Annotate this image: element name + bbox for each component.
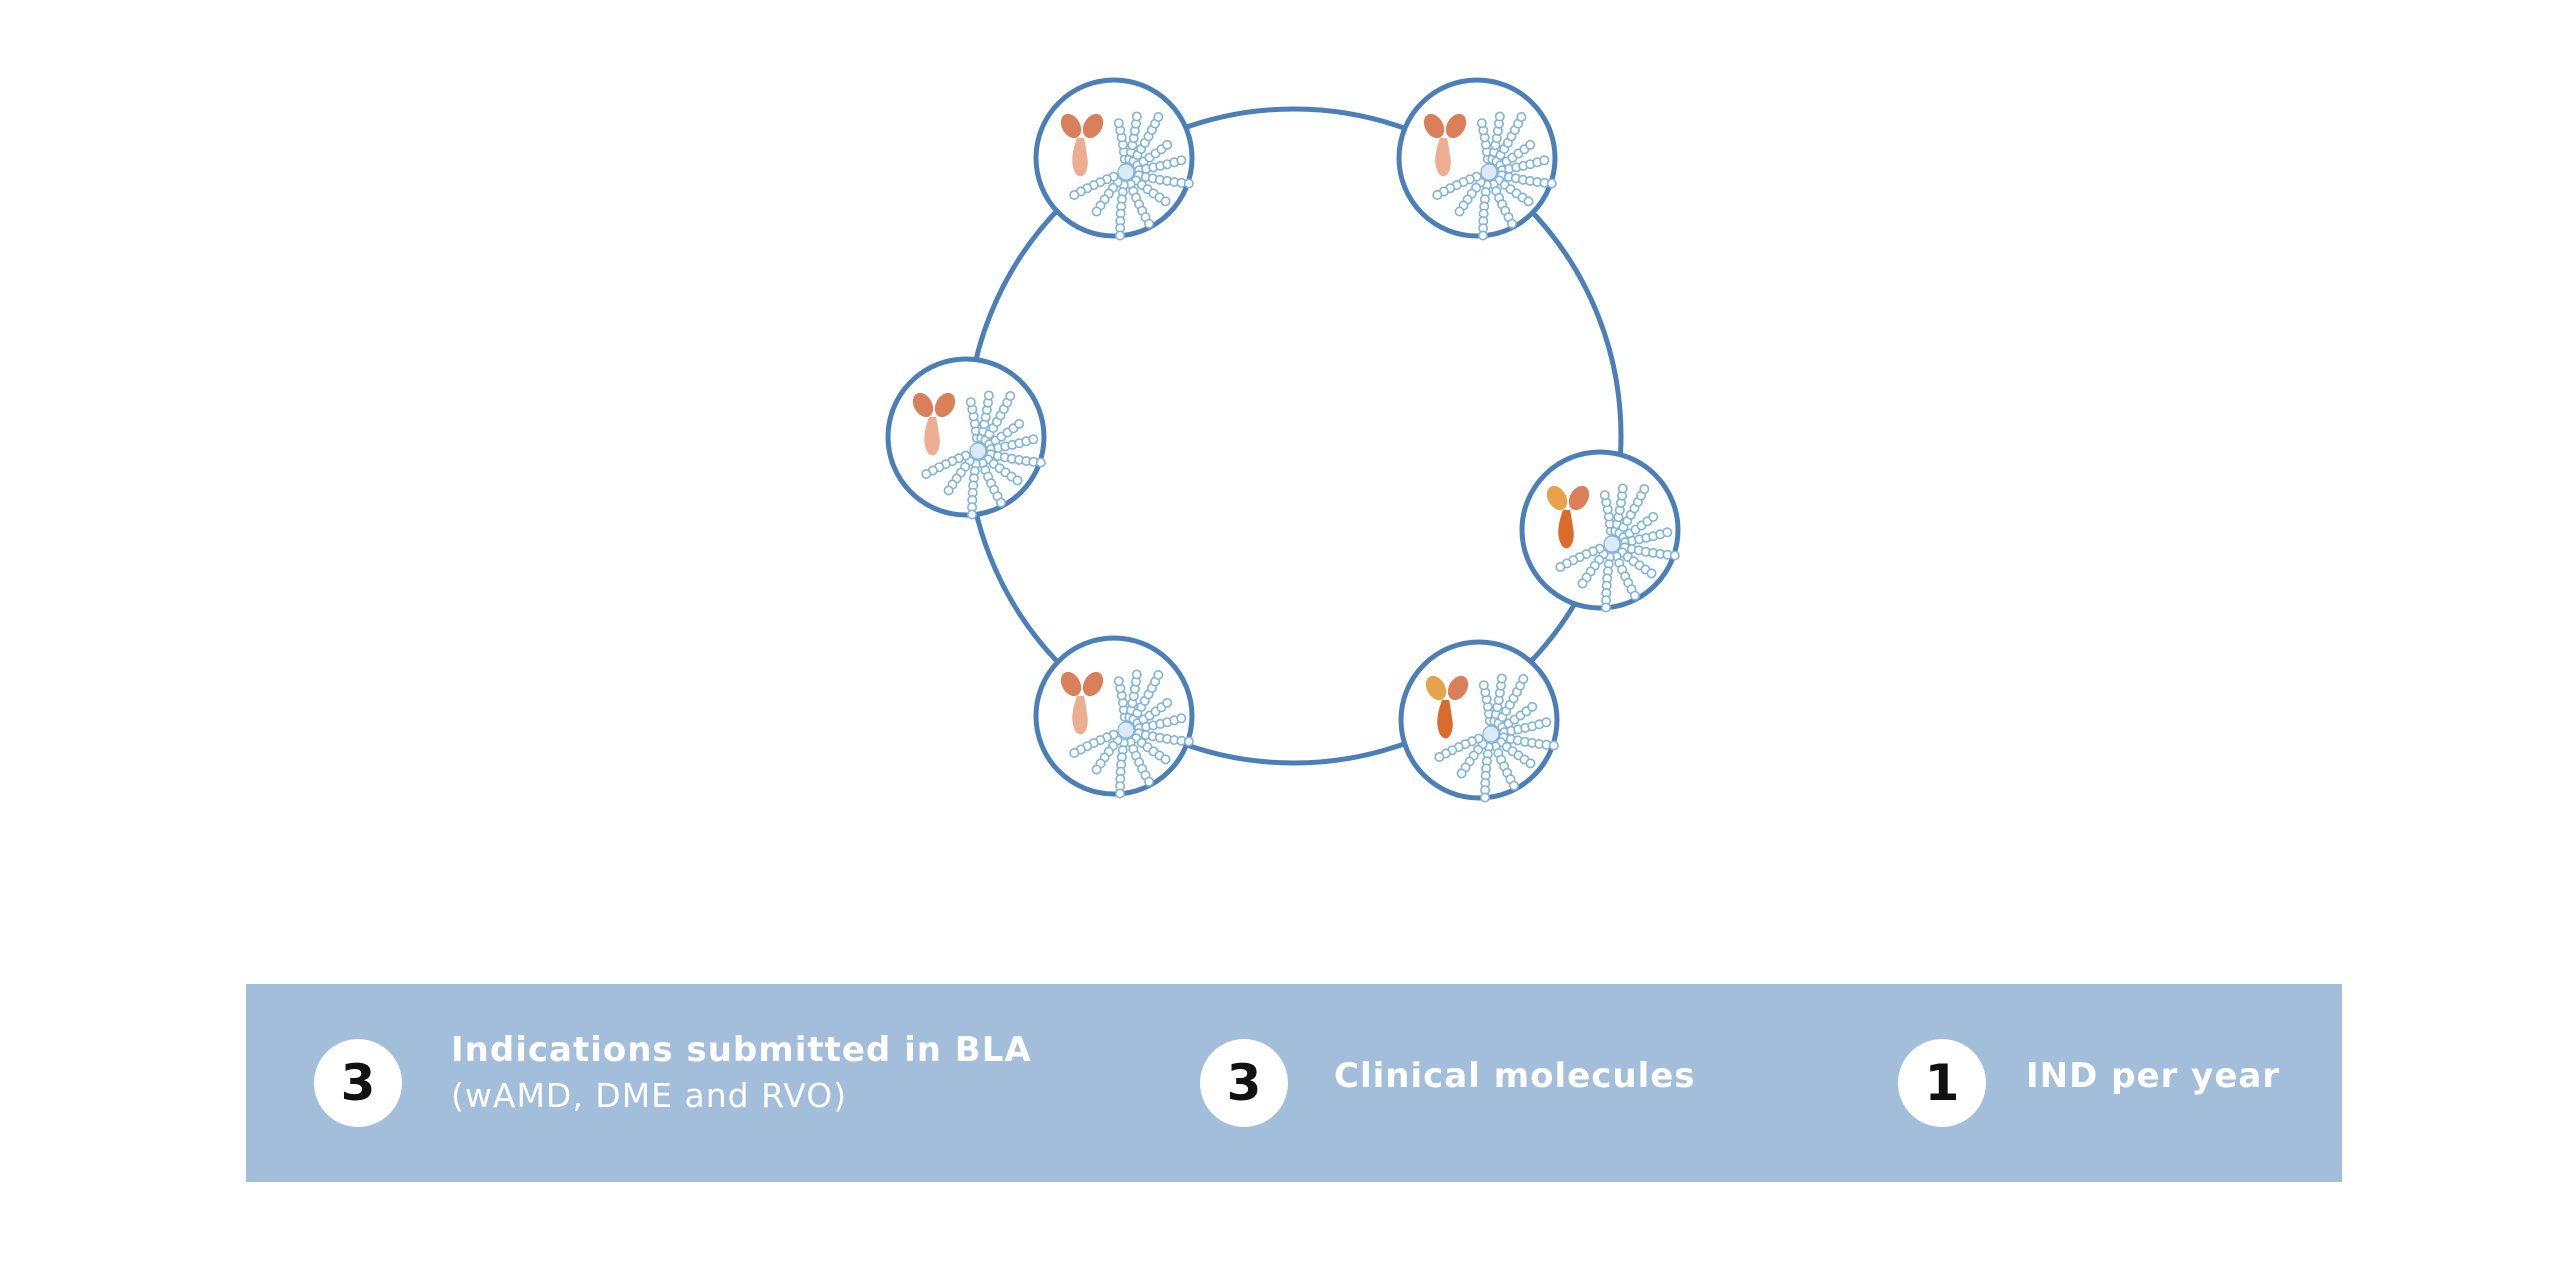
stat-clinical: Clinical molecules bbox=[1334, 1056, 1696, 1096]
node-right bbox=[1519, 449, 1681, 613]
node-bottom-right bbox=[1398, 639, 1560, 803]
molecule-chain-icon bbox=[921, 390, 1046, 520]
molecule-chain-icon bbox=[1432, 111, 1557, 241]
antibody-icon bbox=[912, 392, 956, 456]
stat-label-clinical: Clinical molecules bbox=[1334, 1056, 1696, 1096]
node-left bbox=[885, 356, 1047, 520]
stat-number-clinical: 3 bbox=[1200, 1039, 1288, 1127]
molecule-chain-icon bbox=[1069, 669, 1194, 799]
molecule-chain-icon bbox=[1069, 111, 1194, 241]
antibody-icon bbox=[1546, 485, 1590, 549]
molecule-chain-icon bbox=[1434, 673, 1559, 803]
antibody-icon bbox=[1060, 113, 1104, 177]
stat-label-ind: IND per year bbox=[2026, 1056, 2281, 1096]
antibody-icon bbox=[1423, 113, 1467, 177]
stat-sublabel-indications: (wAMD, DME and RVO) bbox=[451, 1076, 848, 1115]
node-bottom-left bbox=[1033, 635, 1195, 799]
node-top-left bbox=[1033, 77, 1195, 241]
stat-number-ind: 1 bbox=[1898, 1039, 1986, 1127]
node-top-right bbox=[1396, 77, 1558, 241]
molecule-chain-icon bbox=[1555, 483, 1680, 613]
stat-number-indications: 3 bbox=[314, 1039, 402, 1127]
antibody-icon bbox=[1425, 675, 1469, 739]
stat-label-indications: Indications submitted in BLA bbox=[451, 1030, 1032, 1070]
stat-indications: Indications submitted in BLA (wAMD, DME … bbox=[451, 1030, 1032, 1115]
molecule-ring-diagram bbox=[885, 77, 1681, 803]
antibody-icon bbox=[1060, 671, 1104, 735]
stat-ind: IND per year bbox=[2026, 1056, 2280, 1096]
stats-band: 3 Indications submitted in BLA (wAMD, DM… bbox=[246, 984, 2342, 1182]
